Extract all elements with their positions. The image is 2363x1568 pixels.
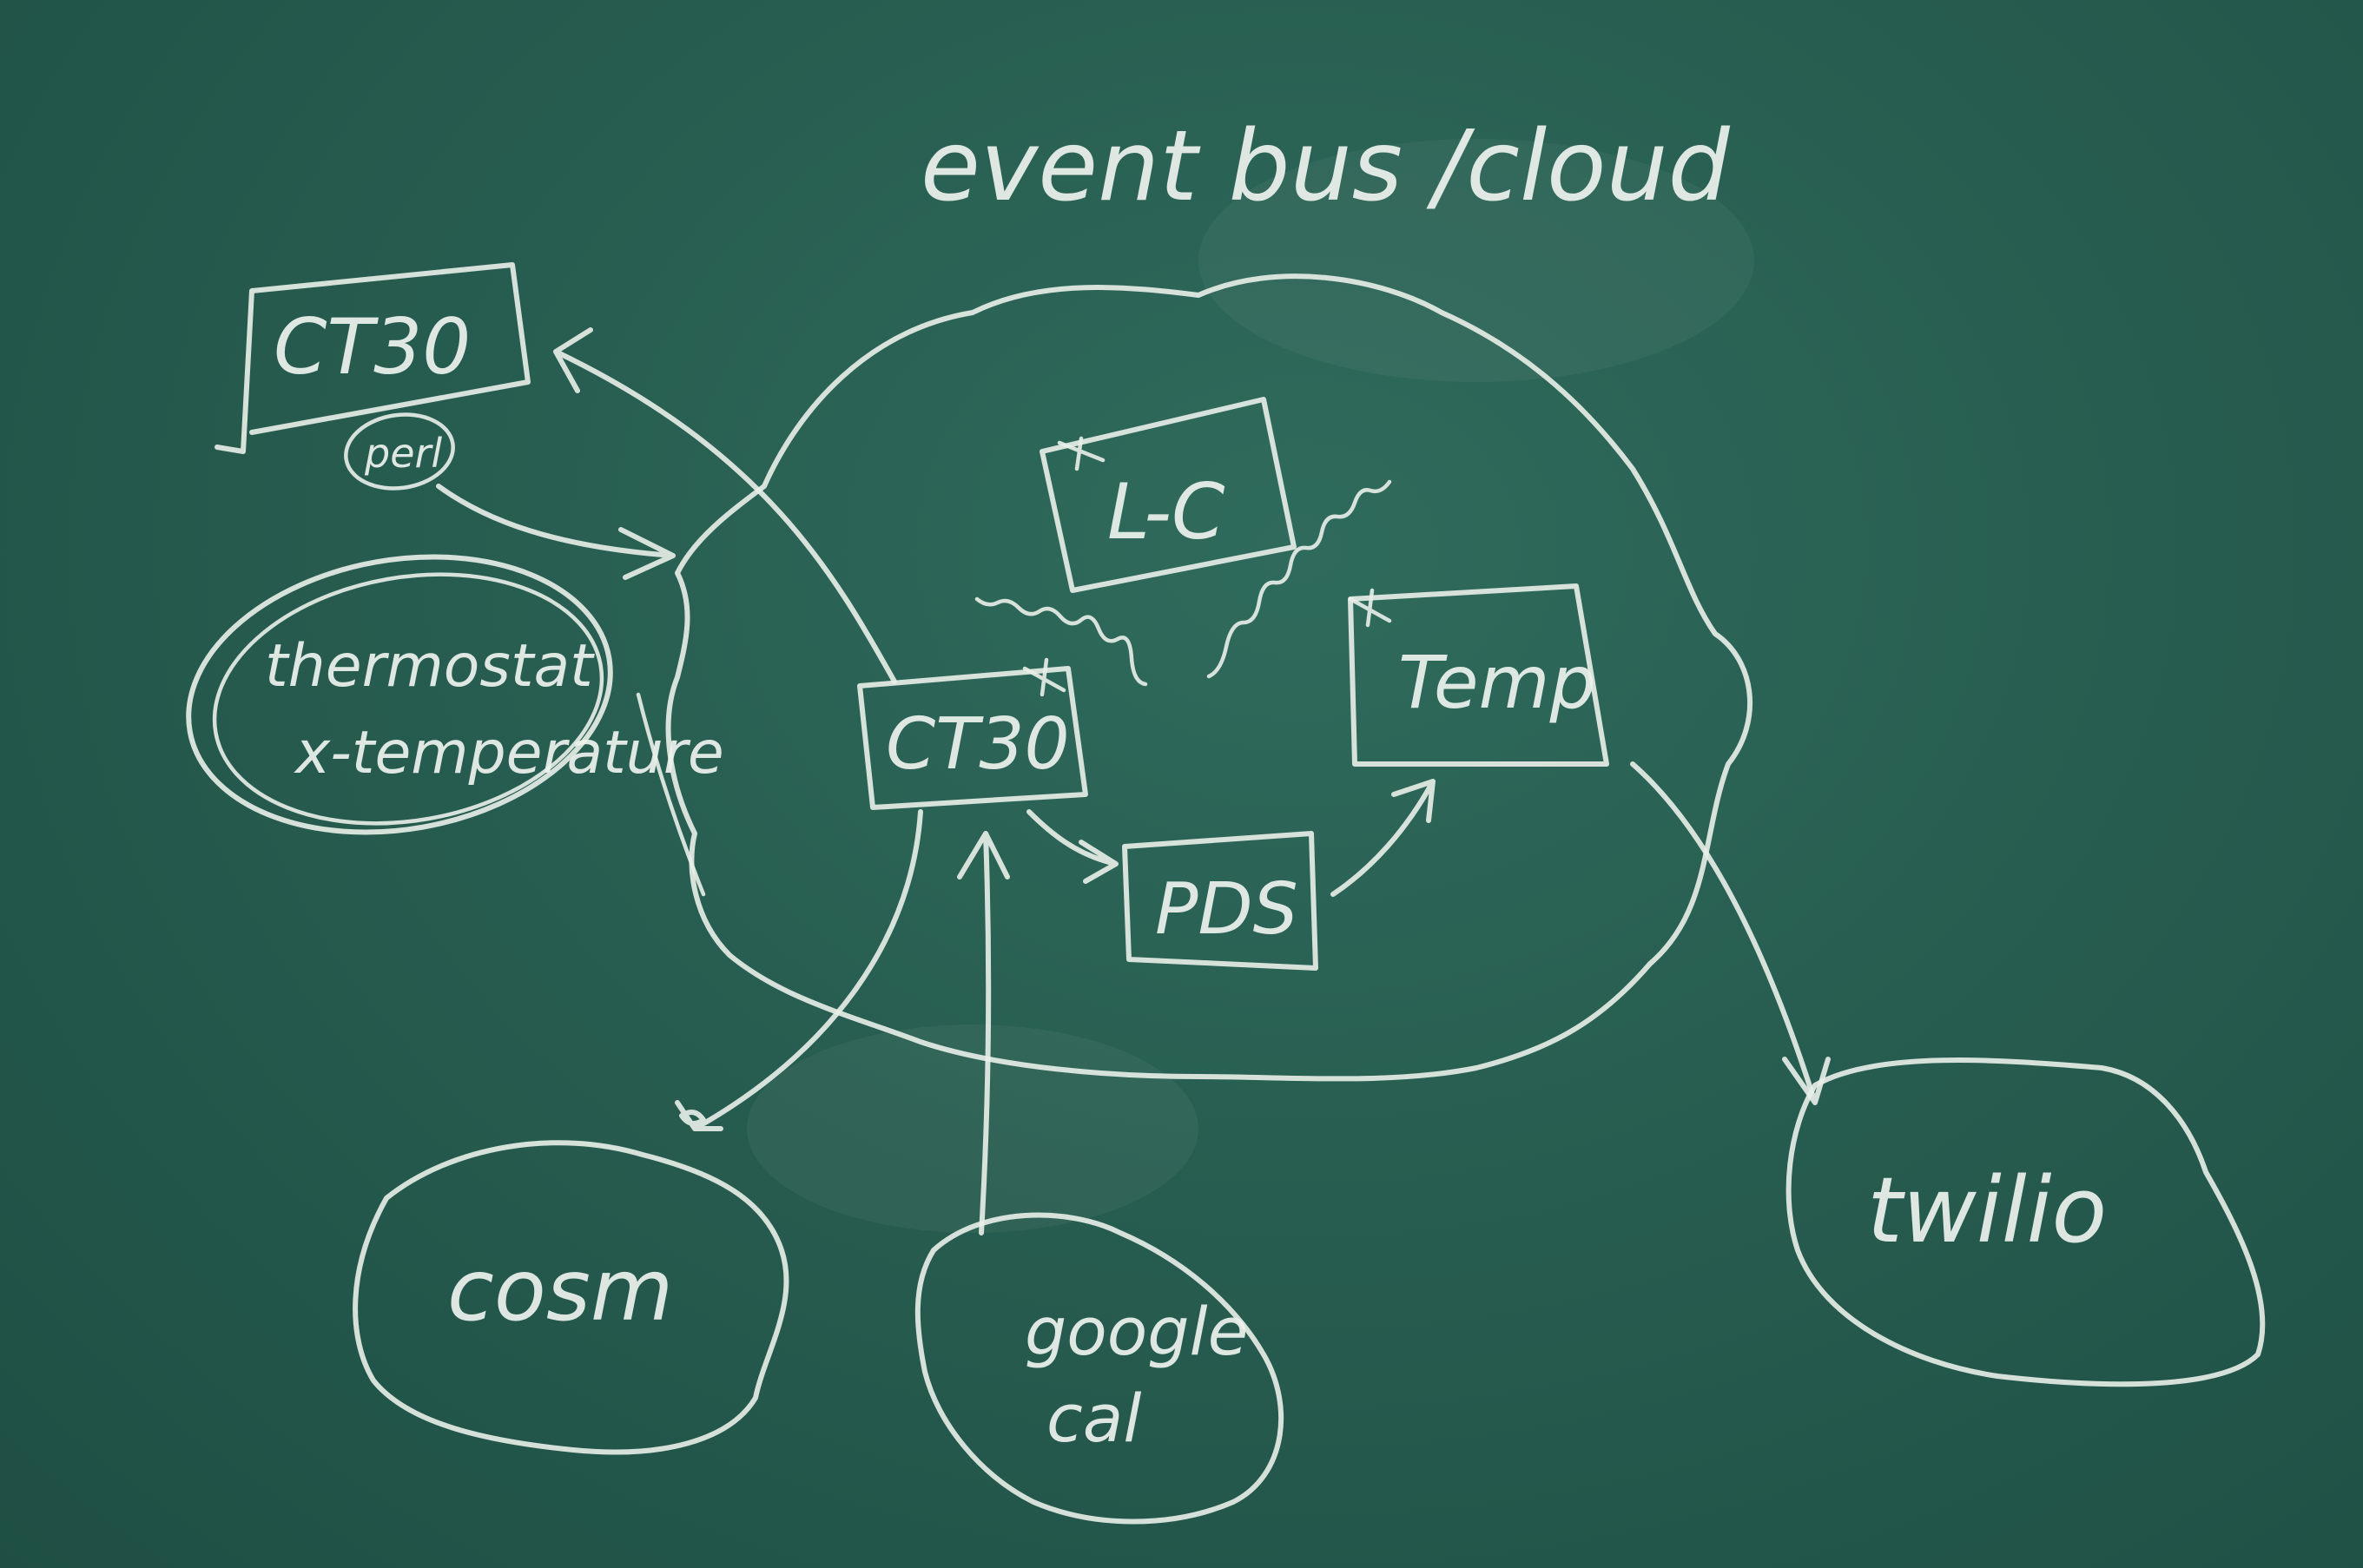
twilio-label: twilio	[1867, 1157, 2107, 1263]
google-label-line1: google	[1025, 1293, 1248, 1370]
temp-mark-icon	[1348, 588, 1392, 628]
ct30-top-box	[215, 262, 531, 454]
event-bus-cloud	[665, 273, 1753, 1082]
eraser-smudge	[1198, 139, 1754, 382]
lc-box	[1040, 397, 1297, 593]
ct30-top-label: CT30	[274, 302, 471, 392]
pds-box	[1122, 831, 1318, 971]
board-title: event bus /cloud	[921, 110, 1731, 223]
eraser-smudge	[747, 1024, 1198, 1233]
lc-mark-icon	[1057, 436, 1106, 471]
google-cal-cloud	[914, 1212, 1284, 1525]
thermostat-oval-outer	[186, 554, 613, 835]
thermostat-label-line1: thermostat	[265, 632, 595, 701]
arrow-temp-to-twilio	[1630, 761, 1831, 1105]
thermostat-oval-inner	[212, 572, 604, 826]
arrow-google-to-ct30	[957, 831, 1010, 1235]
perl-label: perl	[364, 430, 442, 477]
arrow-pds-to-temp	[1330, 779, 1436, 897]
lc-label: L-C	[1107, 467, 1225, 557]
squiggle-link-ct30-lc	[974, 596, 1148, 687]
thermostat-connector	[636, 692, 706, 897]
ct30-inner-label: CT30	[886, 703, 1070, 786]
pds-label: PDS	[1155, 868, 1298, 951]
cosm-cloud	[353, 1140, 789, 1455]
squiggle-link-lc-temp	[1206, 479, 1392, 679]
arrow-ct30-to-pds	[1026, 809, 1119, 884]
temp-label: Temp	[1398, 640, 1596, 725]
ct30-inner-box	[857, 666, 1088, 810]
thermostat-label-line2: x-temperature	[294, 719, 724, 787]
temp-box	[1348, 583, 1609, 767]
google-label-line2: cal	[1046, 1380, 1141, 1457]
arrow-ct30-to-cosm	[675, 809, 923, 1131]
cosm-label: cosm	[447, 1242, 673, 1341]
ct30-mark-icon	[1022, 657, 1066, 697]
twilio-cloud	[1785, 1057, 2266, 1387]
perl-oval	[344, 412, 455, 491]
arrow-perl-to-cloud	[436, 484, 676, 580]
arrow-cloud-to-ct30	[553, 327, 897, 684]
